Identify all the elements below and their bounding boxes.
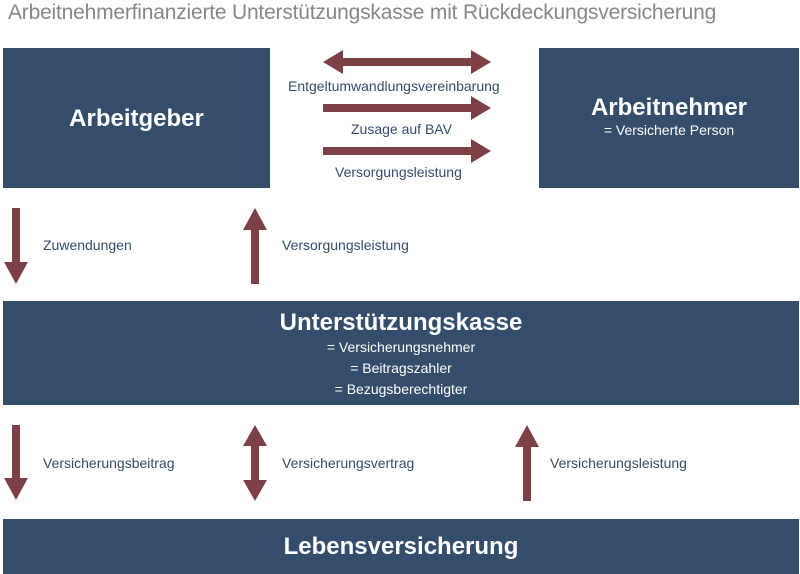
role-beitragszahler: = Beitragszahler — [350, 360, 452, 376]
arrow-versorgungsleistung-top — [323, 139, 491, 163]
label-versorgungsleistung-top: Versorgungsleistung — [335, 164, 462, 180]
diagram-title: Arbeitnehmerfinanzierte Unterstützungska… — [8, 1, 717, 24]
label-versicherungsvertrag: Versicherungsvertrag — [282, 455, 415, 471]
role-bezugsberechtigter: = Bezugsberechtigter — [334, 381, 468, 397]
label-zuwendungen: Zuwendungen — [43, 237, 132, 253]
label-versorgungsleistung-middle: Versorgungsleistung — [282, 237, 409, 253]
label-zusage: Zusage auf BAV — [351, 121, 452, 137]
arbeitgeber-box: Arbeitgeber — [3, 48, 270, 188]
unterstuetzungskasse-box: Unterstützungskasse = Versicherungsnehme… — [3, 301, 799, 405]
arbeitnehmer-box: Arbeitnehmer = Versicherte Person — [539, 48, 799, 188]
arbeitnehmer-label: Arbeitnehmer — [590, 94, 748, 121]
arrow-zuwendungen — [4, 208, 28, 284]
arrow-versicherungsvertrag — [243, 425, 267, 501]
label-versicherungsleistung: Versicherungsleistung — [550, 455, 687, 471]
arrow-versicherungsleistung — [515, 425, 539, 501]
arbeitnehmer-sub: = Versicherte Person — [603, 122, 735, 138]
label-entgeltumwandlung: Entgeltumwandlungsvereinbarung — [288, 78, 500, 94]
lebensversicherung-box: Lebensversicherung — [3, 519, 799, 574]
label-versicherungsbeitrag: Versicherungsbeitrag — [43, 455, 175, 471]
arrow-versorgungsleistung-middle — [243, 208, 267, 284]
role-versicherungsnehmer: = Versicherungsnehmer — [326, 339, 476, 355]
lebensversicherung-label: Lebensversicherung — [283, 533, 519, 560]
double-arrow-entgeltumwandlung — [323, 50, 491, 74]
unterstuetzungskasse-label: Unterstützungskasse — [279, 309, 523, 336]
arrow-versicherungsbeitrag — [4, 425, 28, 500]
arbeitgeber-label: Arbeitgeber — [69, 105, 204, 132]
arrow-zusage — [323, 96, 491, 120]
